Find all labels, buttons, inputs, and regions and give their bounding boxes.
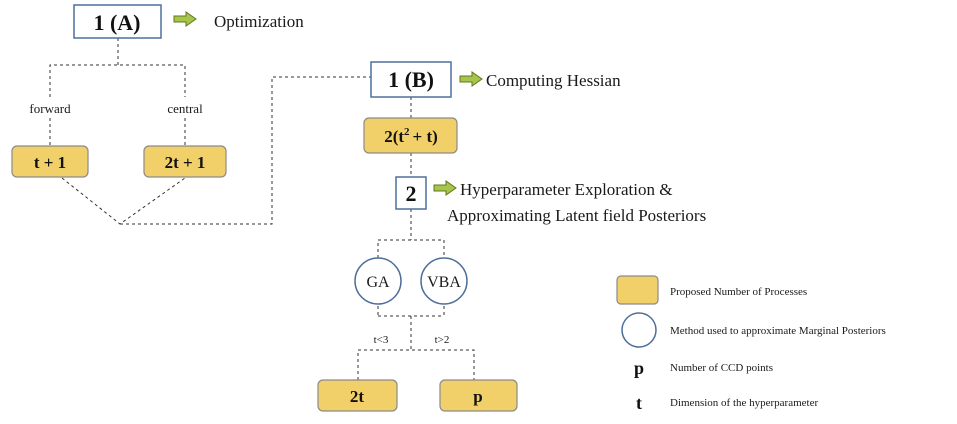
- legend-p-symbol: p: [634, 358, 644, 378]
- connectors: [49, 38, 475, 380]
- method-ga-label: GA: [366, 274, 390, 291]
- process-hessian: 2(t2+ t): [363, 117, 458, 154]
- legend-circle-swatch: [621, 312, 657, 348]
- connector-1a-split: [49, 64, 186, 97]
- branch-central-label: central: [167, 101, 203, 116]
- step-1b-label: 1 (B): [388, 67, 434, 92]
- branch-forward-label: forward: [29, 101, 71, 116]
- legend-t-text: Dimension of the hyperparameter: [670, 397, 818, 409]
- step-2-desc-line2: Approximating Latent field Posteriors: [447, 206, 706, 225]
- branch-t-lt3-label: t<3: [374, 334, 389, 346]
- process-ga-box: [317, 379, 398, 412]
- arrow-icon: [173, 11, 197, 27]
- method-vba: VBA: [420, 257, 468, 305]
- process-vba-box: [439, 379, 518, 412]
- step-1b-desc: Computing Hessian: [486, 71, 621, 90]
- arrow-icon: [433, 180, 457, 196]
- connector-merge-to-1b: [120, 76, 371, 225]
- process-forward-label: t + 1: [34, 153, 66, 172]
- legend-circle-text: Method used to approximate Marginal Post…: [670, 325, 886, 337]
- method-vba-circle: [420, 257, 468, 305]
- connector-final-split: [357, 349, 475, 380]
- legend-p-text: Number of CCD points: [670, 362, 773, 374]
- process-central-label: 2t + 1: [165, 153, 206, 172]
- branch-t-gt2-label: t>2: [435, 334, 450, 346]
- step-1b: 1 (B) Computing Hessian: [370, 61, 621, 98]
- arrow-icon: [459, 71, 483, 87]
- step-2-label: 2: [406, 181, 417, 206]
- step-2: 2 Hyperparameter Exploration & Approxima…: [395, 176, 706, 225]
- process-hessian-label: 2(t2+ t): [384, 126, 438, 146]
- process-vba: p: [439, 379, 518, 412]
- step-1a-label: 1 (A): [93, 10, 140, 35]
- process-hessian-box: [363, 117, 458, 154]
- method-ga: GA: [354, 257, 402, 305]
- process-central: 2t + 1: [143, 145, 227, 178]
- step-1a-desc: Optimization: [214, 12, 304, 31]
- process-forward-box: [11, 145, 89, 178]
- legend-box-text: Proposed Number of Processes: [670, 286, 807, 298]
- step-2-desc-line1: Hyperparameter Exploration &: [460, 180, 672, 199]
- process-ga-label: 2t: [350, 387, 365, 406]
- connector-merge: [61, 177, 186, 225]
- legend-t-symbol: t: [636, 393, 642, 413]
- step-1b-box: [370, 61, 452, 98]
- hessian-base: 2(t: [384, 127, 404, 146]
- hessian-sup: 2: [404, 126, 410, 138]
- process-vba-label: p: [473, 387, 482, 406]
- hessian-rest: + t): [413, 127, 438, 146]
- process-central-box: [143, 145, 227, 178]
- legend-box-swatch: [616, 275, 659, 305]
- step-2-box: [395, 176, 427, 210]
- method-ga-circle: [354, 257, 402, 305]
- legend: Proposed Number of Processes Method used…: [616, 275, 886, 413]
- method-vba-label: VBA: [427, 274, 461, 291]
- connector-2-split: [377, 239, 445, 258]
- step-1a: 1 (A) Optimization: [73, 4, 304, 39]
- process-ga: 2t: [317, 379, 398, 412]
- process-forward: t + 1: [11, 145, 89, 178]
- step-1a-box: [73, 4, 162, 39]
